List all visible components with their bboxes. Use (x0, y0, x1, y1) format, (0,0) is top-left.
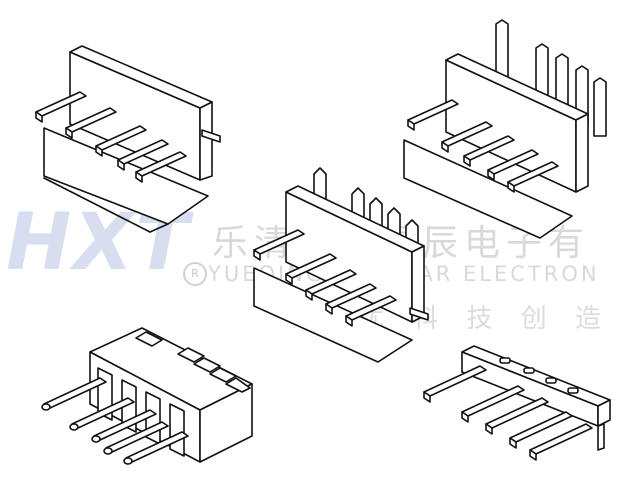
connector-bottom-left (41, 327, 253, 465)
connector-top-right (403, 19, 607, 239)
connector-top-left (35, 45, 221, 233)
connector-bottom-right (423, 345, 611, 461)
registered-mark-icon: R (183, 262, 207, 286)
connector-center (253, 167, 429, 363)
